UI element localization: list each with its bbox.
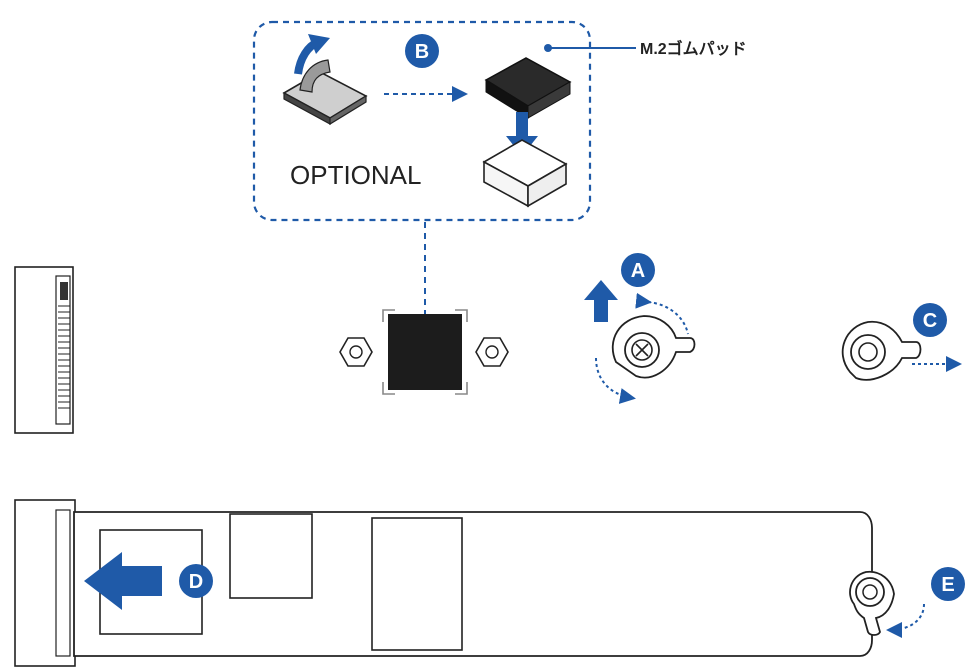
latch-icon	[849, 570, 895, 636]
arrow-left-icon	[84, 552, 162, 610]
step-e-label: E	[941, 574, 954, 596]
step-d-label: D	[189, 571, 203, 593]
placement-brackets	[382, 309, 468, 395]
latch-icon	[841, 320, 922, 381]
step-b-badge: B	[405, 34, 439, 68]
step-c-badge: C	[913, 303, 947, 337]
arrow-up-icon	[584, 280, 618, 322]
step-a-group: A	[584, 253, 696, 404]
rotate-arrow-icon	[886, 603, 925, 638]
latch-icon	[611, 315, 696, 379]
rotate-arrow-icon	[595, 292, 689, 404]
step-a-label: A	[631, 260, 645, 282]
step-e-badge: E	[931, 567, 965, 601]
step-d-badge: D	[179, 564, 213, 598]
pad-peel-film-icon	[282, 59, 368, 126]
m2-slot-vertical	[14, 266, 74, 434]
target-block-icon	[482, 139, 568, 208]
optional-label: OPTIONAL	[290, 160, 421, 190]
card-chip-3	[371, 517, 463, 651]
m2-card-installed: D E	[14, 499, 965, 667]
step-c-label: C	[923, 310, 937, 332]
step-a-badge: A	[621, 253, 655, 287]
step-c-group: C	[841, 303, 962, 381]
optional-group: B M.2ゴムパッド OPTIONAL	[252, 20, 747, 222]
pad-callout: M.2ゴムパッド	[544, 39, 747, 58]
hex-standoff-icon	[475, 337, 509, 367]
pad-callout-label: M.2ゴムパッド	[640, 39, 747, 58]
hex-standoff-icon	[339, 337, 373, 367]
thermal-pad-icon	[484, 57, 572, 119]
pad-location	[339, 309, 509, 395]
optional-dashed-box	[252, 20, 592, 222]
card-chip-2	[229, 513, 313, 599]
peel-arrow-icon	[294, 34, 330, 75]
thermal-pad-placed	[388, 314, 462, 390]
step-b-label: B	[415, 41, 429, 63]
